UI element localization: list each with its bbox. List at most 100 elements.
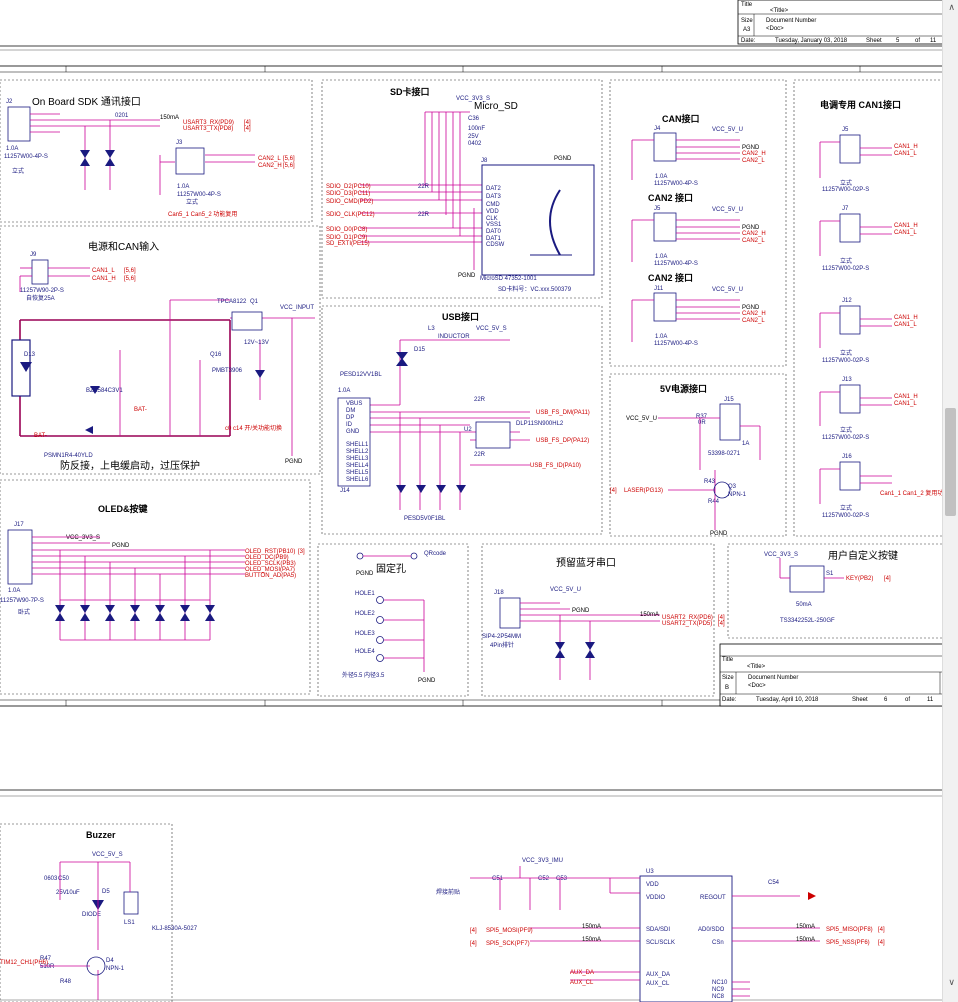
- svg-text:53398-0271: 53398-0271: [708, 451, 741, 457]
- tb-top-sheet-total: 11: [930, 38, 937, 44]
- svg-text:OLED_DC(PB9): OLED_DC(PB9): [245, 555, 289, 561]
- svg-text:ID: ID: [346, 422, 353, 428]
- svg-text:TS3342252L-250GF: TS3342252L-250GF: [780, 618, 835, 624]
- svg-text:CAN1_H: CAN1_H: [894, 394, 918, 400]
- svg-text:DAT2: DAT2: [486, 186, 502, 192]
- svg-text:CAN1_L: CAN1_L: [894, 401, 917, 407]
- connector-j18: [499, 597, 521, 629]
- svg-text:CAN2_H: CAN2_H: [742, 231, 766, 237]
- scroll-down-icon[interactable]: ∨: [948, 977, 955, 987]
- svg-text:[4]: [4]: [470, 928, 477, 934]
- svg-text:BAT-: BAT-: [34, 433, 47, 439]
- svg-text:R37: R37: [696, 414, 708, 420]
- svg-text:[4]: [4]: [470, 941, 477, 947]
- tb-top-sheet-label: Sheet: [866, 38, 882, 44]
- oled-vcc: VCC_3V3_S: [66, 535, 100, 541]
- svg-text:CAN2_H: CAN2_H: [742, 311, 766, 317]
- svg-text:立式: 立式: [840, 349, 852, 357]
- svg-text:NPN-1: NPN-1: [728, 492, 747, 498]
- svg-text:AUX_CL: AUX_CL: [646, 981, 670, 987]
- svg-text:22R: 22R: [474, 397, 486, 403]
- svg-text:12V~13V: 12V~13V: [244, 340, 269, 346]
- section-holes: 固定孔 PGND QRcode HOLE1 HOLE2 HOLE3 HOLE4 …: [317, 543, 469, 697]
- svg-text:立式: 立式: [12, 167, 24, 175]
- svg-text:J14: J14: [340, 488, 350, 494]
- svg-text:QRcode: QRcode: [424, 551, 447, 557]
- svg-text:11257W00-02P-S: 11257W00-02P-S: [822, 266, 869, 272]
- svg-text:11257W00-02P-S: 11257W00-02P-S: [822, 187, 869, 193]
- connector-j15: [719, 403, 741, 441]
- scroll-up-icon[interactable]: ∧: [948, 2, 955, 12]
- svg-text:PGND: PGND: [418, 678, 436, 684]
- svg-text:[4]: [4]: [244, 126, 251, 132]
- svg-text:[5,6]: [5,6]: [283, 163, 295, 169]
- svg-text:R48: R48: [60, 979, 72, 985]
- can-title-2: CAN2 接口: [648, 192, 693, 203]
- buzzer-title: Buzzer: [86, 830, 116, 840]
- section-oled: OLED&按键 J17 1.0A 11257W90-7P-S 卧式 VCC_3V…: [0, 479, 311, 695]
- svg-text:Date:: Date:: [722, 697, 737, 703]
- svg-text:PESD5V0F1BL: PESD5V0F1BL: [404, 516, 446, 522]
- svg-text:S1: S1: [826, 571, 834, 577]
- svg-text:AUX_CL: AUX_CL: [570, 980, 594, 986]
- connector-j17: [7, 529, 33, 585]
- sdk-part: 11257W00-4P-S: [4, 154, 48, 160]
- svg-text:SIP4-2P54MM: SIP4-2P54MM: [482, 634, 521, 640]
- svg-text:SDA/SDI: SDA/SDI: [646, 927, 670, 933]
- connector-j9: [31, 259, 49, 285]
- bt-title: 预留蓝牙串口: [556, 556, 616, 569]
- can1-block-5: J16 立式 11257W00-02P-S Can1_1 Can1_2 复用功能: [822, 454, 943, 519]
- tb-top-size-label: Size: [741, 18, 753, 24]
- net-can2-l: CAN2_L: [258, 156, 281, 162]
- vertical-scrollbar[interactable]: ∧ ∨: [942, 0, 958, 1002]
- svg-text:PGND: PGND: [356, 571, 374, 577]
- svg-text:VCC_5V_U: VCC_5V_U: [712, 127, 743, 133]
- svg-text:CAN1_L: CAN1_L: [92, 268, 115, 274]
- svg-text:SD_EXTI(PE15): SD_EXTI(PE15): [326, 241, 370, 247]
- svg-text:11257W90-7P-S: 11257W90-7P-S: [0, 598, 44, 604]
- svg-text:[4]: [4]: [718, 621, 725, 627]
- svg-text:PGND: PGND: [742, 145, 760, 151]
- svg-text:SDIO_D0(PC8): SDIO_D0(PC8): [326, 227, 367, 233]
- svg-text:VCC_5V_U: VCC_5V_U: [626, 416, 657, 422]
- section-can1: 电调专用 CAN1接口 J5 立式 11257W00-02P-S CAN1_H …: [793, 79, 943, 537]
- svg-text:J3: J3: [176, 140, 183, 146]
- svg-text:Q1: Q1: [250, 299, 259, 305]
- power5v-title: 5V电源接口: [660, 383, 707, 394]
- sd-part: MicroSD 47352-1001: [480, 276, 537, 282]
- svg-text:C50: C50: [58, 876, 70, 882]
- svg-text:USB_FS_ID(PA10): USB_FS_ID(PA10): [530, 463, 581, 469]
- svg-text:[5,6]: [5,6]: [124, 268, 136, 274]
- can1-block-3: J12 立式 11257W00-02P-S CAN1_H CAN1_L: [822, 298, 918, 364]
- svg-text:C52: C52: [538, 876, 550, 882]
- net-can2-h: CAN2_H: [258, 163, 282, 169]
- svg-text:INDUCTOR: INDUCTOR: [438, 334, 470, 340]
- svg-text:[3]: [3]: [298, 549, 305, 555]
- svg-text:BAT-: BAT-: [134, 407, 147, 413]
- svg-text:CAN2_L: CAN2_L: [742, 158, 765, 164]
- svg-text:[5,6]: [5,6]: [283, 156, 295, 162]
- svg-text:0402: 0402: [468, 141, 482, 147]
- svg-text:CDSW: CDSW: [486, 242, 505, 248]
- scrollbar-thumb[interactable]: [945, 408, 956, 516]
- svg-text:SPI5_MISO(PF8): SPI5_MISO(PF8): [826, 927, 873, 933]
- svg-text:22R: 22R: [418, 212, 430, 218]
- svg-text:SHELL2: SHELL2: [346, 449, 369, 455]
- svg-text:VCC_5V_U: VCC_5V_U: [550, 587, 581, 593]
- svg-text:CAN1_H: CAN1_H: [92, 276, 116, 282]
- svg-text:Sheet: Sheet: [852, 697, 868, 703]
- svg-text:J18: J18: [494, 590, 504, 596]
- svg-text:VDD: VDD: [646, 882, 659, 888]
- svg-text:J8: J8: [481, 158, 488, 164]
- svg-text:DAT0: DAT0: [486, 229, 502, 235]
- svg-text:PGND: PGND: [554, 156, 572, 162]
- svg-text:DM: DM: [346, 408, 355, 414]
- svg-text:B: B: [725, 685, 729, 691]
- buzzer-ls1: [123, 891, 139, 915]
- svg-text:SHELL3: SHELL3: [346, 456, 369, 462]
- tb-top-size-value: A3: [743, 27, 751, 33]
- svg-text:SHELL1: SHELL1: [346, 442, 369, 448]
- svg-text:22R: 22R: [418, 184, 430, 190]
- sd-title: SD卡接口: [390, 86, 430, 97]
- svg-text:KLJ-8530A-5027: KLJ-8530A-5027: [152, 926, 198, 932]
